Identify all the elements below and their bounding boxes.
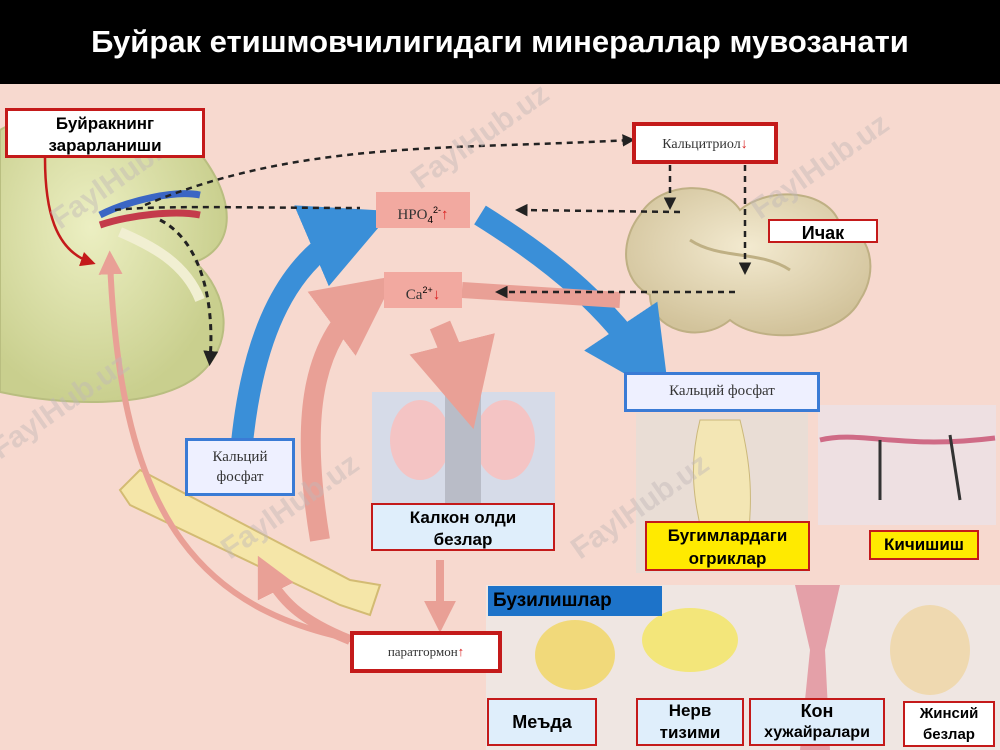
nerve-line2: тизими [659, 723, 721, 742]
itching-label: Кичишиш [869, 530, 979, 560]
calcium-phosphate-left-label: Кальций фосфат [185, 438, 295, 496]
nerve-line1: Нерв [668, 701, 712, 720]
hpo4-subscript: 4 [427, 215, 434, 226]
ca-text: Ca [405, 287, 423, 303]
itching-text: Кичишиш [884, 535, 964, 554]
vessels-line2: хужайралари [764, 724, 870, 741]
ca-label: Ca2+↓ [384, 272, 462, 308]
gonads-line1: Жинсий [919, 705, 979, 722]
hpo4-label: HPO42-↑ [376, 192, 470, 228]
parathormone-text: паратгормон [387, 644, 458, 659]
intestine-illustration [625, 187, 872, 337]
down-arrow-icon: ↓ [432, 286, 441, 303]
hpo4-text: HPO [397, 207, 428, 223]
calcium-phosphate-right-label: Кальций фосфат [624, 372, 820, 412]
pink-arrow-parathormone-to-kidney [98, 250, 386, 648]
down-arrow-icon: ↓ [740, 135, 748, 151]
watermark-text: FaylHub.uz [405, 77, 555, 196]
hpo4-superscript: 2- [433, 205, 442, 215]
gonads-label: Жинсий безлар [903, 701, 995, 747]
dashed-arrow-intestine-to-hpo4 [515, 203, 681, 217]
calcium-phosphate-left-line2: фосфат [216, 469, 264, 485]
parathyroid-illustration [372, 392, 555, 507]
pink-arrow-bone-to-ca [300, 275, 396, 542]
parathyroid-line2: безлар [433, 530, 493, 549]
up-arrow-icon: ↑ [441, 206, 449, 223]
calcitriol-text: Кальцитриол [662, 137, 741, 152]
gonads-line2: безлар [923, 726, 975, 743]
blood-cells-label: Кон хужайралари [749, 698, 885, 746]
calcium-phosphate-right-text: Кальций фосфат [669, 383, 775, 399]
bone-illustration [118, 468, 382, 617]
joint-pain-line1: Бугимлардаги [667, 526, 788, 545]
stomach-text: Меъда [512, 712, 572, 732]
disorders-text: Бузилишлар [493, 590, 612, 611]
kidney-damage-line2: зарарланиши [48, 136, 162, 155]
disorders-label: Бузилишлар [488, 586, 662, 616]
calcium-phosphate-left-line1: Кальций [212, 449, 268, 465]
up-arrow-icon: ↑ [457, 644, 465, 659]
kidney-damage-line1: Буйракнинг [55, 114, 155, 133]
pink-arrow-ca-right [461, 282, 621, 308]
vessels-line1: Кон [800, 701, 834, 721]
red-arrow-damage-to-kidney [43, 157, 96, 267]
parathormone-label: паратгормон↑ [350, 631, 502, 673]
page-title: Буйрак етишмовчилигидаги минераллар муво… [91, 24, 909, 59]
calcitriol-label: Кальцитриол↓ [632, 122, 778, 164]
intestine-label: Ичак [768, 219, 878, 243]
joint-pain-line2: огриклар [688, 549, 767, 568]
parathyroid-line1: Калкон олди [409, 508, 517, 527]
kidney-damage-label: Буйракнинг зарарланиши [5, 108, 205, 158]
ca-superscript: 2+ [422, 285, 433, 295]
blue-arrow-bone-to-hpo4 [229, 205, 393, 466]
blue-arrow-hpo4-to-calcium-phosphate [474, 205, 670, 400]
skin-illustration [818, 405, 996, 525]
parathyroid-label: Калкон олди безлар [371, 503, 555, 551]
pink-arrow-ca-to-parathyroid [409, 320, 495, 430]
stomach-label: Меъда [487, 698, 597, 746]
nerve-system-label: Нерв тизими [636, 698, 744, 746]
dashed-arrow-kidney-to-calcitriol [144, 134, 635, 207]
title-bar: Буйрак етишмовчилигидаги минераллар муво… [0, 0, 1000, 84]
intestine-text: Ичак [801, 223, 845, 243]
joint-pain-label: Бугимлардаги огриклар [645, 521, 810, 571]
dashed-arrow-kidney-down [159, 218, 219, 366]
